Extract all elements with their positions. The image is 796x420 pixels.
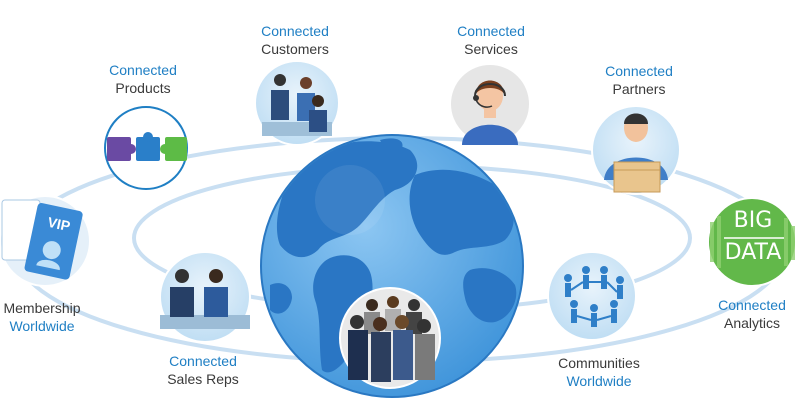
label-partners-line1: Connected: [605, 63, 673, 79]
big-data-top-text: BIG: [733, 208, 773, 233]
label-communities-line1: Communities: [558, 355, 640, 371]
globe: [260, 134, 524, 398]
node-services: [449, 63, 531, 145]
node-sales-reps: [159, 251, 251, 343]
node-customers: [254, 60, 340, 146]
label-products-line1: Connected: [109, 62, 177, 78]
label-analytics: Connected Analytics: [677, 296, 796, 332]
label-services: Connected Services: [416, 22, 566, 58]
label-products-line2: Products: [115, 80, 171, 96]
label-partners: Connected Partners: [564, 62, 714, 98]
big-data-bottom-text: DATA: [724, 240, 782, 265]
label-customers-line2: Customers: [261, 41, 329, 57]
label-analytics-line2: Analytics: [723, 315, 781, 331]
label-services-line2: Services: [464, 41, 518, 57]
node-business-team: [339, 287, 441, 389]
node-membership: [0, 195, 91, 287]
label-membership: Membership Worldwide: [0, 299, 117, 335]
label-customers-line1: Connected: [261, 23, 329, 39]
label-products: Connected Products: [68, 61, 218, 97]
label-services-line1: Connected: [457, 23, 525, 39]
node-communities: [547, 251, 637, 341]
label-analytics-line1: Connected: [718, 297, 786, 313]
label-sales-reps-line2: Sales Reps: [167, 371, 239, 387]
label-partners-line2: Partners: [612, 81, 666, 97]
node-partners: [591, 105, 681, 195]
label-membership-line1: Membership: [3, 300, 81, 316]
label-communities: Communities Worldwide: [524, 354, 674, 390]
label-communities-line2: Worldwide: [566, 373, 632, 389]
label-membership-line2: Worldwide: [9, 318, 75, 334]
label-sales-reps-line1: Connected: [169, 353, 237, 369]
node-products: [104, 106, 188, 190]
label-customers: Connected Customers: [220, 22, 370, 58]
node-analytics: [707, 197, 796, 287]
label-sales-reps: Connected Sales Reps: [128, 352, 278, 388]
